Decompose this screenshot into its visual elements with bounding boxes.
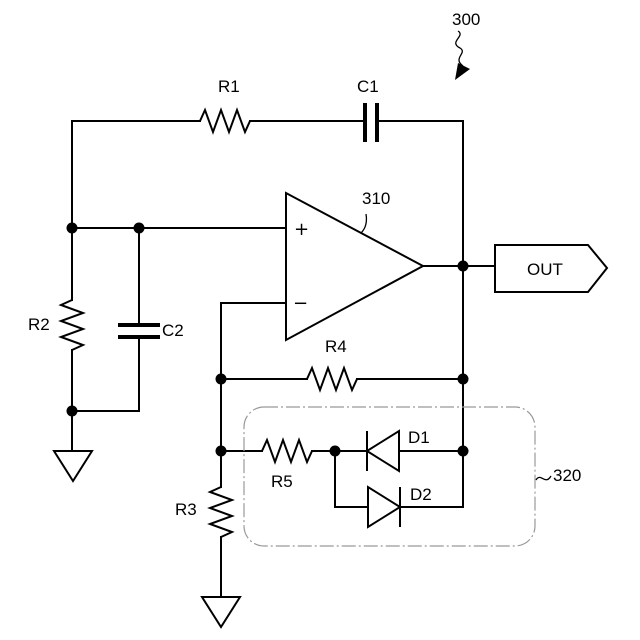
ground-symbol-bottom (202, 597, 240, 627)
r2-label: R2 (28, 315, 50, 334)
junction-dot (458, 374, 469, 385)
d1-label: D1 (408, 428, 430, 447)
figure-ref-arrowhead (455, 63, 470, 80)
figure-ref-leader (456, 31, 463, 66)
d2-label: D2 (410, 485, 432, 504)
junction-dot (67, 406, 78, 417)
module-ref-leader (536, 476, 551, 480)
c1-label: C1 (357, 77, 379, 96)
junction-dot (67, 223, 78, 234)
c2-label: C2 (162, 321, 184, 340)
resistor-r5 (262, 440, 312, 462)
wire-top-left (72, 121, 200, 228)
resistor-r4 (307, 368, 357, 390)
figure-ref-number: 300 (452, 10, 480, 29)
resistor-r2 (61, 300, 83, 350)
opamp-310 (286, 193, 423, 340)
junction-dot (134, 223, 145, 234)
resistor-r1 (200, 110, 250, 132)
junction-dot (458, 446, 469, 457)
junction-dot (216, 374, 227, 385)
diode-d2-body (368, 487, 400, 527)
wire-c2-bottom (72, 338, 139, 411)
junction-dot (216, 446, 227, 457)
diode-d1-body (367, 431, 399, 471)
junction-dot (330, 446, 341, 457)
resistor-r3 (210, 487, 232, 537)
opamp-ref-leader (361, 214, 366, 233)
output-label: OUT (527, 260, 563, 279)
ground-symbol-left (54, 451, 92, 481)
r5-label: R5 (271, 472, 293, 491)
module-ref-label: 320 (553, 466, 581, 485)
r4-label: R4 (325, 337, 347, 356)
r1-label: R1 (218, 77, 240, 96)
wire-d2-left (335, 451, 368, 507)
wire-c1-right (378, 121, 463, 265)
opamp-minus-sign: − (293, 293, 308, 314)
junction-dot (458, 261, 469, 272)
opamp-ref-label: 310 (362, 189, 390, 208)
opamp-plus-sign: + (294, 219, 309, 240)
r3-label: R3 (175, 500, 197, 519)
